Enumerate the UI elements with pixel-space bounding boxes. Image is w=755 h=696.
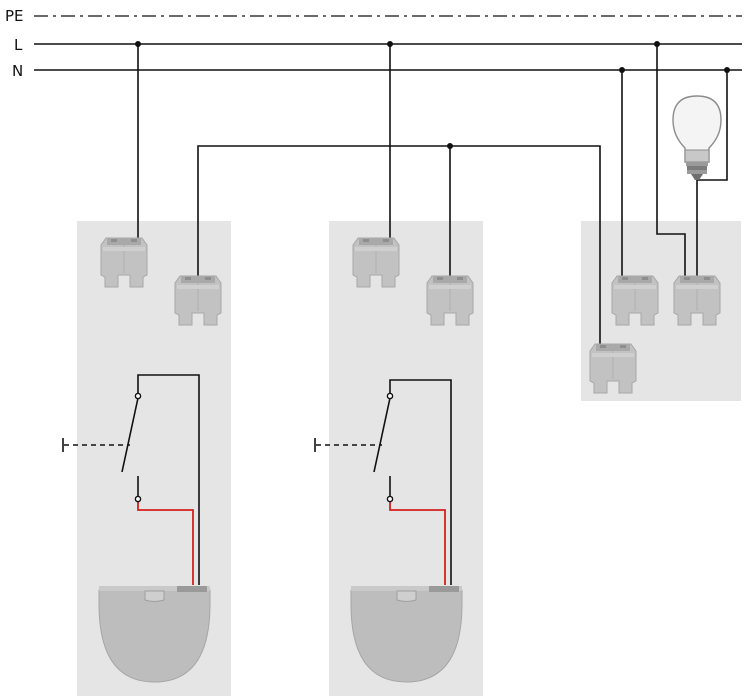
switch-wire — [137, 501, 446, 585]
pe-label: PE — [5, 7, 24, 25]
n-label: N — [12, 62, 23, 80]
light-bulb-icon — [672, 95, 722, 181]
wiring — [62, 44, 728, 585]
switch-contacts — [134, 392, 394, 503]
l-label: L — [14, 36, 23, 54]
junction-dots — [135, 41, 730, 149]
